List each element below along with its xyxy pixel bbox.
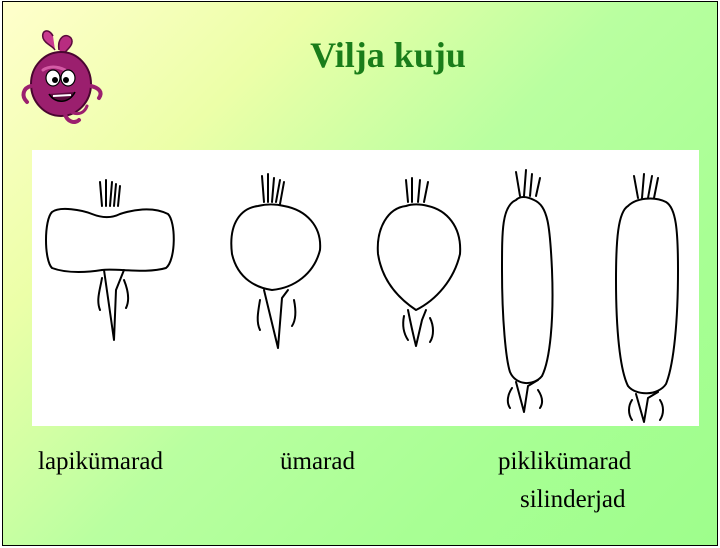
caption-round: ümarad <box>280 448 355 476</box>
caption-cylindrical: silinderjad <box>520 486 626 514</box>
caption-oblong: piklikümarad <box>498 448 631 476</box>
oblong-beet-drawing <box>502 170 553 412</box>
cylindrical-beet-drawing <box>616 174 678 422</box>
caption-flat-round: lapikümarad <box>38 448 163 476</box>
flat-beet-drawing <box>46 180 174 340</box>
beet-mascot-icon <box>13 26 109 130</box>
slide-title: Vilja kuju <box>163 34 613 76</box>
beet-shapes-figure <box>32 150 699 426</box>
round-beet-drawing-2 <box>378 178 460 346</box>
round-beet-drawing-1 <box>231 174 320 348</box>
